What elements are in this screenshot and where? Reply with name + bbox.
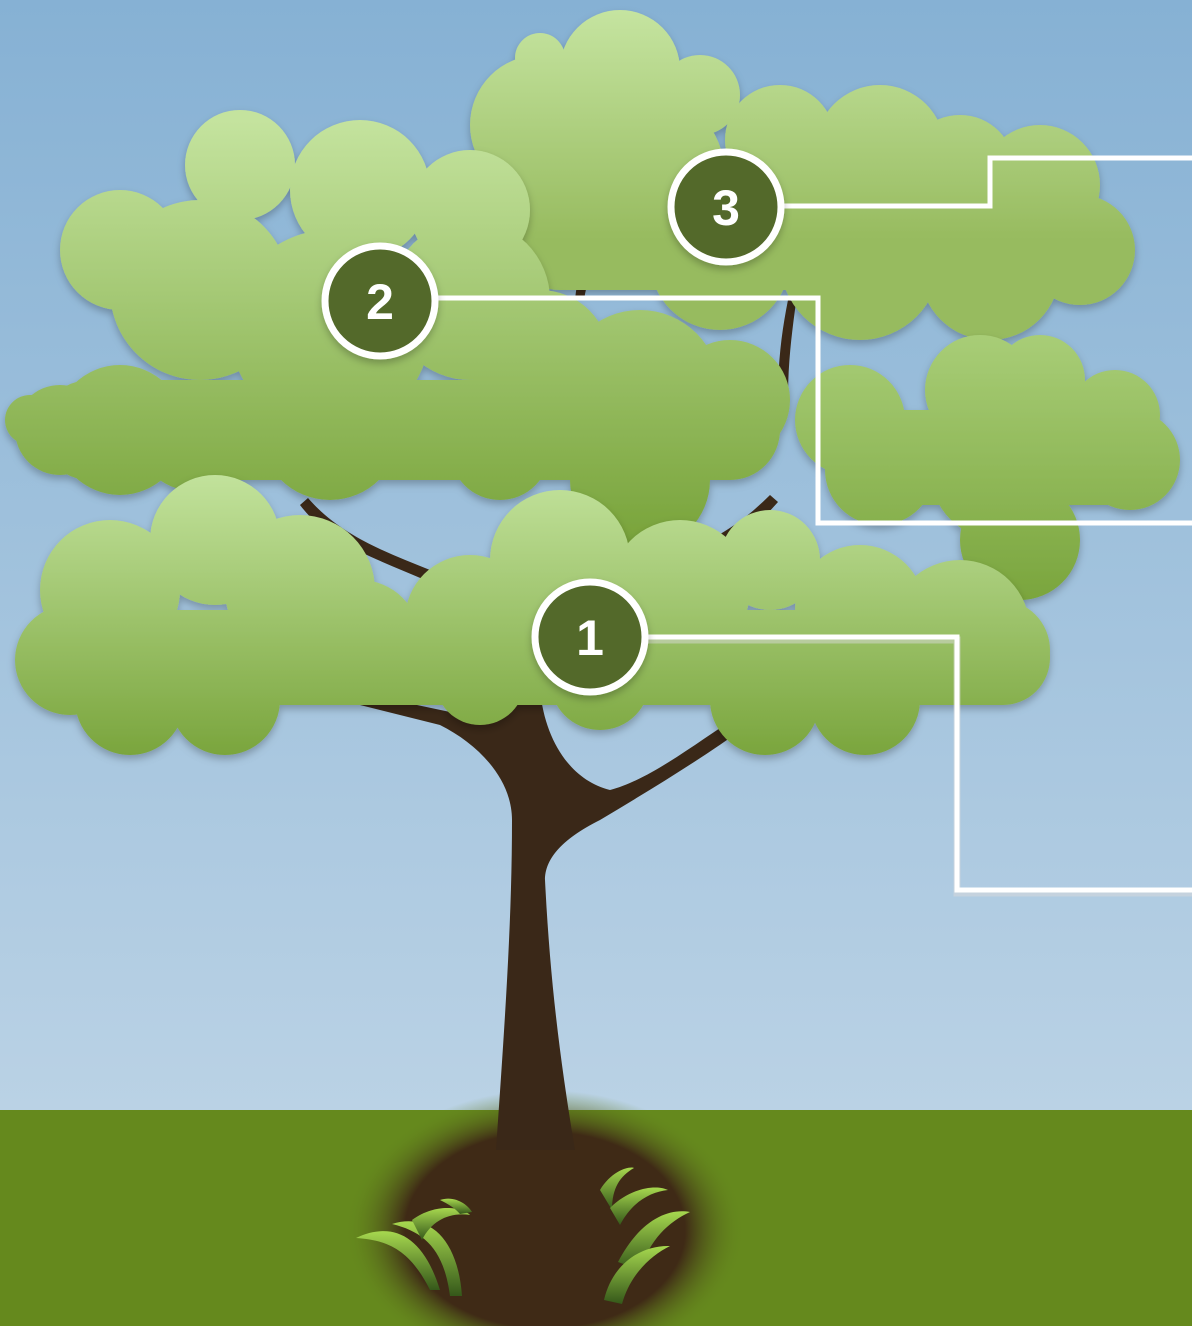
marker-2[interactable]: 2 [325, 246, 435, 356]
marker-3-label: 3 [712, 180, 740, 236]
marker-1-label: 1 [576, 610, 604, 666]
marker-2-label: 2 [366, 274, 394, 330]
marker-3[interactable]: 3 [671, 152, 781, 262]
marker-1[interactable]: 1 [535, 582, 645, 692]
